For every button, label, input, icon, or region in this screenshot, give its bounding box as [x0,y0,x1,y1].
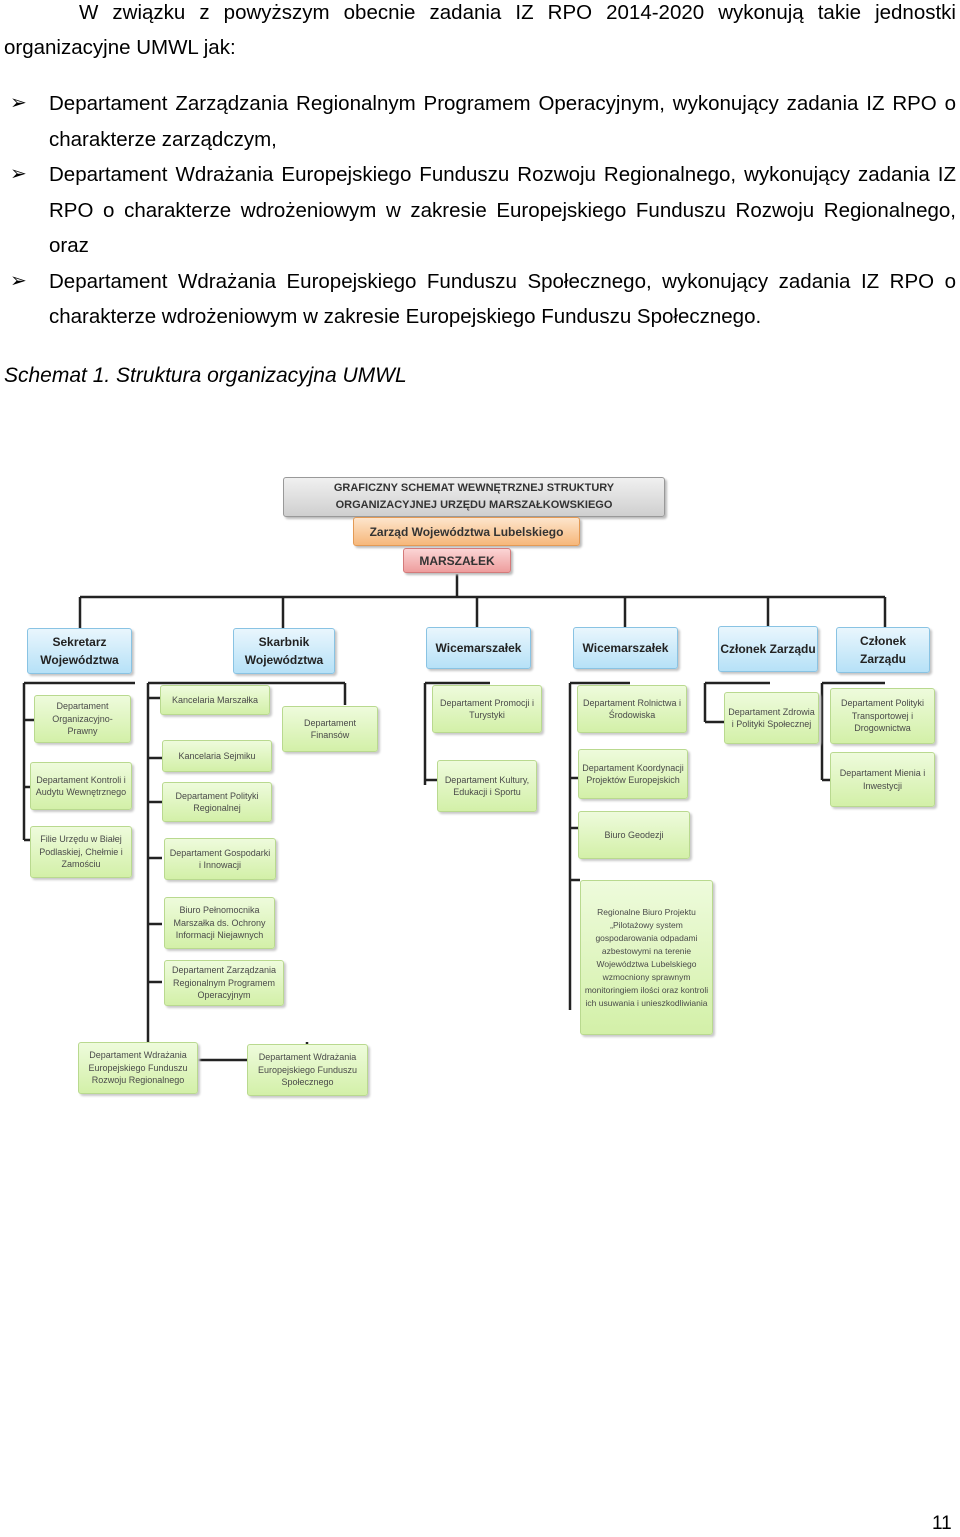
role-board-member-1: Członek Zarządu [718,626,818,672]
unit-box: Departament Wdrażania Europejskiego Fund… [78,1042,198,1094]
page-number: 11 [932,1513,952,1534]
arrowhead-icon: ➢ [10,163,27,185]
role-board-member-2: Członek Zarządu [836,627,930,673]
unit-box: Departament Zdrowia i Polityki Społeczne… [724,692,819,744]
list-item: ➢Departament Wdrażania Europejskiego Fun… [0,157,956,264]
unit-box: Departament Zarządzania Regionalnym Prog… [164,960,284,1006]
arrowhead-icon: ➢ [10,92,27,114]
unit-box: Departament Kultury, Edukacji i Sportu [437,760,537,812]
unit-box: Departament Polityki Transportowej i Dro… [830,688,935,744]
unit-box: Kancelaria Marszałka [160,685,270,715]
bullet-list: ➢Departament Zarządzania Regionalnym Pro… [0,86,956,335]
marshal-box: MARSZAŁEK [403,548,511,573]
unit-box: Biuro Pełnomocnika Marszałka ds. Ochrony… [164,897,275,949]
list-item: ➢Departament Zarządzania Regionalnym Pro… [0,86,956,157]
unit-box: Departament Gospodarki i Innowacji [164,838,276,880]
unit-box: Departament Polityki Regionalnej [162,782,272,822]
unit-box: Departament Rolnictwa i Środowiska [577,685,687,733]
unit-box: Departament Finansów [282,706,378,752]
unit-box: Biuro Geodezji [578,811,690,859]
unit-box: Departament Mienia i Inwestycji [830,752,935,807]
unit-box: Kancelaria Sejmiku [162,740,272,772]
arrowhead-icon: ➢ [10,269,27,292]
unit-box: Regionalne Biuro Projektu „Pilotażowy sy… [580,880,713,1035]
unit-box: Departament Kontroli i Audytu Wewnętrzne… [30,762,132,810]
unit-box: Departament Koordynacji Projektów Europe… [578,749,688,799]
role-secretary: Sekretarz Województwa [27,628,132,674]
role-vice-marshal-1: Wicemarszałek [426,627,531,669]
intro-paragraph: W związku z powyższym obecnie zadania IZ… [4,1,956,59]
unit-box: Departament Organizacyjno-Prawny [34,695,131,743]
role-treasurer: Skarbnik Województwa [233,628,335,674]
chart-header: GRAFICZNY SCHEMAT WEWNĘTRZNEJ STRUKTURY … [283,477,665,517]
unit-box: Filie Urzędu w Białej Podlaskiej, Chełmi… [30,826,132,878]
list-item: ➢Departament Wdrażania Europejskiego Fun… [0,264,956,335]
figure-caption: Schemat 1. Struktura organizacyjna UMWL [4,364,407,387]
board-box: Zarząd Województwa Lubelskiego [353,517,580,546]
unit-box: Departament Promocji i Turystyki [432,685,542,733]
unit-box: Departament Wdrażania Europejskiego Fund… [247,1044,368,1096]
role-vice-marshal-2: Wicemarszałek [573,627,678,669]
org-chart: GRAFICZNY SCHEMAT WEWNĘTRZNEJ STRUKTURY … [0,460,960,1120]
